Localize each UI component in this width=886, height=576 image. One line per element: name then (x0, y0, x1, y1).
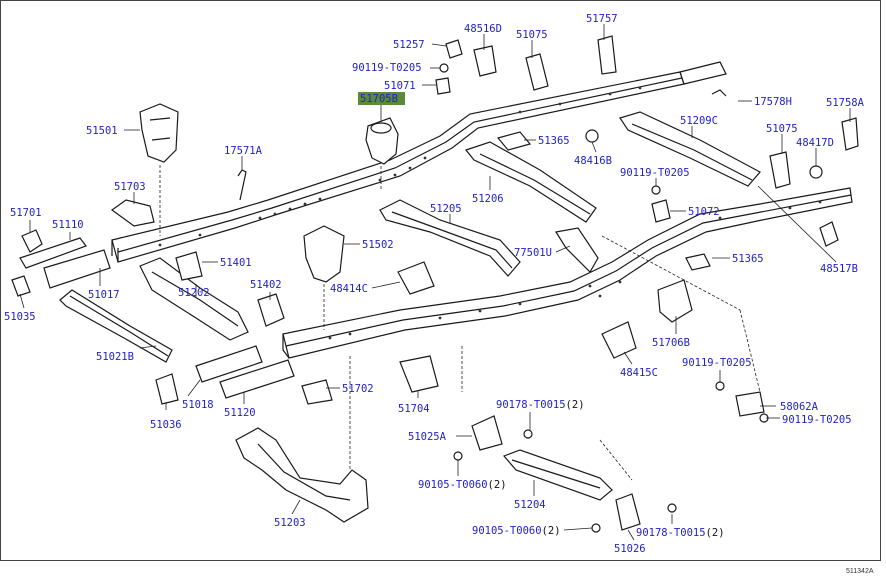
label-51704[interactable]: 51704 (398, 403, 430, 415)
label-51402[interactable]: 51402 (250, 279, 282, 291)
label-51025a[interactable]: 51025A (408, 431, 447, 443)
label-51501[interactable]: 51501 (86, 125, 118, 137)
label-48415c[interactable]: 48415C (620, 367, 658, 379)
label-51206[interactable]: 51206 (472, 193, 504, 205)
label-51120[interactable]: 51120 (224, 407, 256, 419)
label-48516d[interactable]: 48516D (464, 23, 502, 35)
label-51075-top[interactable]: 51075 (516, 29, 548, 41)
label-17578h[interactable]: 17578H (754, 96, 792, 108)
label-51703[interactable]: 51703 (114, 181, 146, 193)
label-51365-top[interactable]: 51365 (538, 135, 570, 147)
brackets (11, 35, 859, 533)
label-51401[interactable]: 51401 (220, 257, 252, 269)
label-48417d[interactable]: 48417D (796, 137, 834, 149)
label-51018[interactable]: 51018 (182, 399, 214, 411)
label-51071[interactable]: 51071 (384, 80, 416, 92)
label-77501u[interactable]: 77501U (514, 247, 552, 259)
label-51203[interactable]: 51203 (274, 517, 306, 529)
label-51021b[interactable]: 51021B (96, 351, 134, 363)
label-51502[interactable]: 51502 (362, 239, 394, 251)
assembly-lines (159, 165, 761, 481)
label-51205[interactable]: 51205 (430, 203, 462, 215)
leader-lines (19, 24, 851, 541)
label-48416b[interactable]: 48416B (574, 155, 612, 167)
label-51702[interactable]: 51702 (342, 383, 374, 395)
label-90119-t0205-top[interactable]: 90119-T0205 (352, 62, 422, 74)
label-51701[interactable]: 51701 (10, 207, 42, 219)
label-51017[interactable]: 51017 (88, 289, 120, 301)
label-51758a[interactable]: 51758A (826, 97, 865, 109)
crossmembers (59, 111, 761, 523)
highlight-51705b (358, 92, 405, 105)
label-90178-t0015-upper[interactable]: 90178-T0015(2) (496, 399, 585, 411)
label-17571a[interactable]: 17571A (224, 145, 263, 157)
label-51075-right[interactable]: 51075 (766, 123, 798, 135)
label-90119-t0205-bottom[interactable]: 90119-T0205 (782, 414, 852, 426)
label-51204[interactable]: 51204 (514, 499, 546, 511)
label-51706b[interactable]: 51706B (652, 337, 690, 349)
frame-rails (111, 61, 853, 359)
label-48414c[interactable]: 48414C (330, 283, 368, 295)
label-90119-t0205-right[interactable]: 90119-T0205 (682, 357, 752, 369)
label-51757[interactable]: 51757 (586, 13, 618, 25)
label-51110[interactable]: 51110 (52, 219, 84, 231)
label-51365-right[interactable]: 51365 (732, 253, 764, 265)
label-51026[interactable]: 51026 (614, 543, 646, 555)
label-90178-t0015-lower[interactable]: 90178-T0015(2) (636, 527, 725, 539)
diagram-code: 511342A (846, 568, 874, 575)
label-51257[interactable]: 51257 (393, 39, 425, 51)
label-51209c[interactable]: 51209C (680, 115, 718, 127)
label-51035[interactable]: 51035 (4, 311, 36, 323)
label-90105-t0060-upper[interactable]: 90105-T0060(2) (418, 479, 507, 491)
label-51072[interactable]: 51072 (688, 206, 720, 218)
label-51202[interactable]: 51202 (178, 287, 210, 299)
label-58062a[interactable]: 58062A (780, 401, 819, 413)
label-51705b[interactable]: 51705B (360, 93, 398, 105)
label-51036[interactable]: 51036 (150, 419, 182, 431)
label-90119-t0205-mid[interactable]: 90119-T0205 (620, 167, 690, 179)
label-90105-t0060-lower[interactable]: 90105-T0060(2) (472, 525, 561, 537)
part-labels: 51257 48516D 51075 51757 90119-T0205 510… (4, 13, 865, 555)
label-48517b[interactable]: 48517B (820, 263, 858, 275)
